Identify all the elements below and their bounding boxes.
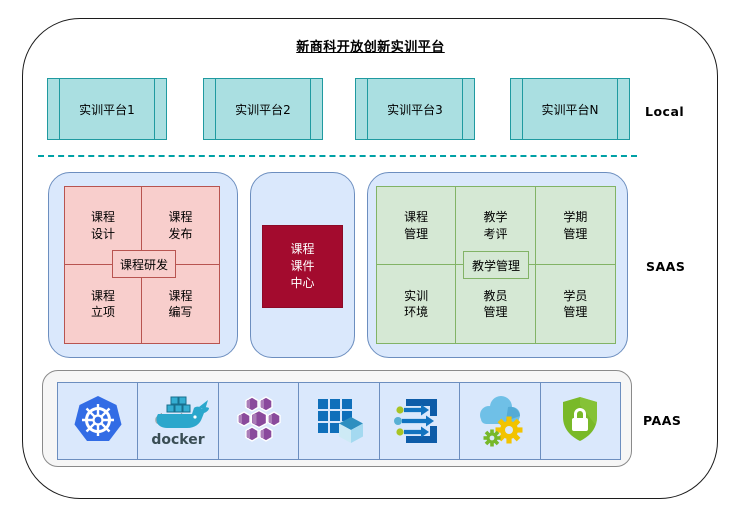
course-dev-panel: 课程 设计 课程 发布 课程 立项 课程 编写 课程研发 (48, 172, 238, 358)
paas-strip: docker docker (57, 382, 621, 460)
platform-label: 实训平台N (541, 102, 599, 117)
semester-mgmt-cell: 学期 管理 (535, 187, 615, 265)
kubernetes-icon (74, 396, 122, 441)
platform-box-n: 实训平台N (510, 78, 630, 140)
platform-label: 实训平台2 (235, 102, 291, 117)
tier-label-saas: SAAS (646, 259, 686, 274)
paas-cell-container-grid (299, 383, 380, 459)
docker-icon: docker docker (151, 396, 210, 448)
data-flow-arrows-icon (394, 399, 438, 443)
paas-cell-security (541, 383, 620, 459)
container-grid-cube-icon (317, 399, 363, 443)
tier-label-local: Local (645, 104, 685, 119)
hexagon-cluster-icon (236, 396, 281, 442)
page-title: 新商科开放创新实训平台 (296, 40, 445, 55)
teaching-mgmt-panel: 课程 管理 教学 考评 学期 管理 实训 环境 教员 管理 学员 管理 教学管理 (367, 172, 628, 358)
platform-label: 实训平台1 (79, 102, 135, 117)
platform-box-2: 实训平台2 (203, 78, 323, 140)
platform-label: 实训平台3 (387, 102, 443, 117)
course-initiate-cell: 课程 立项 (65, 265, 142, 343)
paas-cell-docker: docker docker (138, 383, 219, 459)
tier-divider-dashed-line (38, 155, 637, 157)
tier-label-paas: PAAS (643, 413, 682, 428)
courseware-panel: 课程 课件 中心 (250, 172, 355, 358)
student-mgmt-cell: 学员 管理 (535, 265, 615, 343)
paas-cell-kubernetes (58, 383, 139, 459)
course-mgmt-cell: 课程 管理 (377, 187, 457, 265)
training-env-cell: 实训 环境 (377, 265, 457, 343)
course-writing-cell: 课程 编写 (142, 265, 219, 343)
security-shield-lock-icon (563, 397, 598, 441)
paas-cell-hexagon-cluster (219, 383, 300, 459)
paas-cell-data-flow (380, 383, 461, 459)
cloud-gears-icon (479, 396, 523, 447)
course-dev-center-box: 课程研发 (112, 250, 176, 278)
teaching-mgmt-center-box: 教学管理 (463, 251, 529, 279)
docker-wordmark: docker (151, 432, 204, 448)
platform-box-1: 实训平台1 (47, 78, 167, 140)
courseware-center-box: 课程 课件 中心 (262, 225, 343, 308)
paas-container: docker docker (42, 370, 632, 467)
paas-cell-cloud-gears (460, 383, 541, 459)
platform-box-3: 实训平台3 (355, 78, 475, 140)
